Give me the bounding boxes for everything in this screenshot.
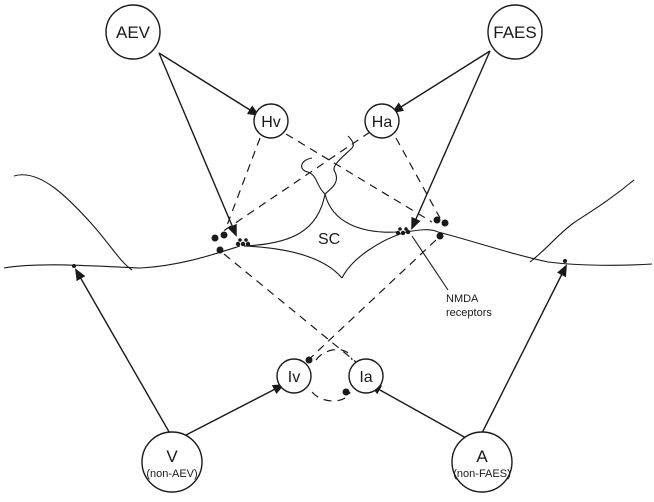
hv-to-right-sc-dashed: [285, 133, 433, 223]
aev-to-hv-arrow: [158, 52, 260, 117]
v-to-left-contour-arrow: [75, 268, 173, 438]
node-faes: FAES: [487, 4, 543, 60]
faes-to-ha-arrow: [391, 50, 491, 114]
svg-text:Ia: Ia: [359, 369, 372, 386]
svg-text:(non-AEV): (non-AEV): [146, 468, 197, 480]
svg-text:FAES: FAES: [493, 23, 536, 42]
left-contour-terminal-dot: [72, 264, 76, 268]
node-aev: AEV: [105, 4, 161, 60]
sc-left-arc: [243, 193, 326, 247]
right-upper-contour: [529, 179, 635, 263]
sc-top-wavy-right: [324, 135, 354, 195]
iv-ia-upper-dashed-arc: [315, 348, 353, 361]
svg-text:Iv: Iv: [288, 369, 300, 386]
sc-top-wavy-left: [301, 157, 326, 195]
sc-label: SC: [318, 231, 340, 248]
svg-text:Ha: Ha: [372, 114, 393, 131]
svg-text:(non-FAES): (non-FAES): [453, 468, 510, 480]
nmda-label-line2: receptors: [446, 307, 492, 319]
sc-right-arc: [324, 193, 399, 233]
node-iv: Iv: [276, 358, 312, 394]
right-lower-contour: [437, 231, 653, 266]
svg-text:V: V: [166, 447, 178, 466]
aev-to-sc-arrow: [158, 52, 237, 237]
svg-text:Hv: Hv: [261, 114, 281, 131]
nmda-label-line1: NMDA: [446, 293, 479, 305]
right-sc-terminal-bulbs: [433, 216, 449, 240]
iv-ia-terminal-bulbs: [305, 356, 350, 396]
nmda-pointer-line: [411, 235, 449, 291]
node-ha: Ha: [364, 103, 400, 139]
left-lower-contour: [3, 245, 241, 269]
iv-ia-lower-dashed-arc: [311, 391, 351, 402]
a-to-ia-arrow: [369, 384, 467, 439]
node-v: V (non-AEV): [141, 431, 203, 493]
left-sc-synapse-cluster: [235, 238, 251, 247]
right-contour-terminal-dot: [563, 259, 567, 263]
sc-right-connector: [405, 229, 439, 233]
right-sc-to-iv-dashed: [303, 239, 437, 365]
hv-to-left-sc-dashed: [225, 137, 261, 229]
ha-to-left-sc-dashed: [221, 131, 371, 233]
node-ia: Ia: [348, 358, 384, 394]
sc-left-lower-arc: [243, 245, 343, 279]
left-sc-to-ia-dashed: [223, 253, 357, 363]
left-sc-terminal-bulbs: [211, 231, 228, 254]
svg-text:A: A: [476, 447, 488, 466]
svg-text:AEV: AEV: [116, 23, 151, 42]
ha-to-right-sc-dashed: [395, 137, 441, 219]
left-upper-contour: [13, 174, 133, 271]
faes-to-sc-arrow: [411, 50, 491, 230]
node-a: A (non-FAES): [451, 431, 513, 493]
right-sc-synapse-cluster: [395, 227, 411, 236]
v-to-iv-arrow: [185, 384, 285, 436]
a-to-right-contour-arrow: [480, 264, 567, 436]
sc-right-lower-arc: [341, 231, 407, 279]
node-hv: Hv: [253, 103, 289, 139]
